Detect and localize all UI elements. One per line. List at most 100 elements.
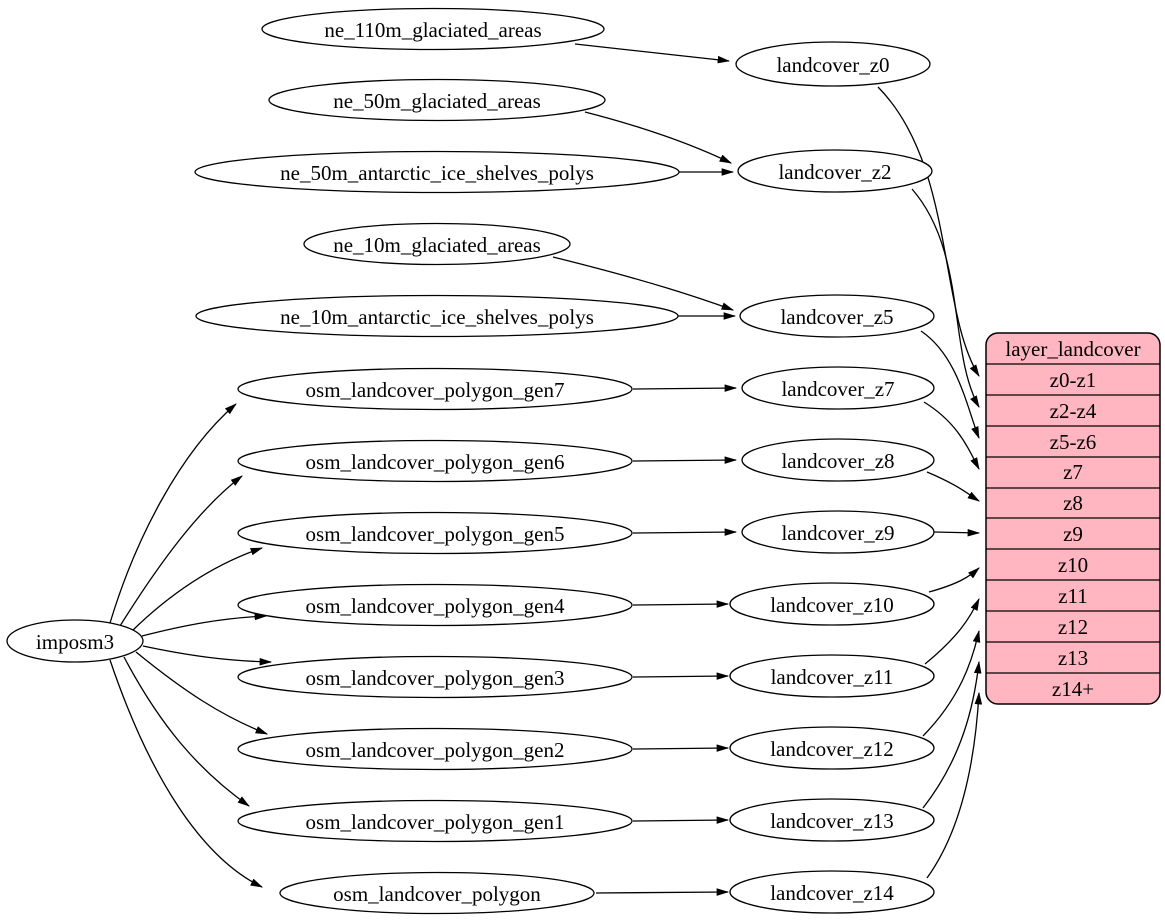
node-label: landcover_z12	[770, 737, 894, 761]
node-label: ne_10m_glaciated_areas	[333, 233, 541, 257]
record-row: z14+	[1052, 677, 1094, 701]
edge	[552, 256, 735, 311]
node-ne_10m_glaciated_areas: ne_10m_glaciated_areas	[303, 222, 571, 266]
edge	[123, 656, 250, 807]
record-row: z8	[1063, 491, 1083, 515]
node-landcover_z2: landcover_z2	[737, 149, 933, 193]
node-shape	[735, 41, 931, 87]
node-osm_landcover_polygon_gen3: osm_landcover_polygon_gen3	[237, 655, 633, 699]
node-ne_50m_antarctic_ice_shelves_polys: ne_50m_antarctic_ice_shelves_polys	[194, 150, 680, 194]
node-shape	[741, 438, 935, 482]
node-ne_10m_antarctic_ice_shelves_polys: ne_10m_antarctic_ice_shelves_polys	[195, 294, 679, 338]
node-label: osm_landcover_polygon_gen2	[306, 738, 565, 762]
edge	[923, 401, 980, 470]
node-shape	[237, 727, 633, 771]
node-label: ne_50m_glaciated_areas	[333, 89, 541, 113]
node-osm_landcover_polygon_gen7: osm_landcover_polygon_gen7	[237, 367, 633, 411]
node-landcover_z0: landcover_z0	[735, 41, 931, 87]
edge	[877, 86, 980, 377]
node-shape	[303, 222, 571, 266]
record-row: z13	[1058, 646, 1088, 670]
edge	[135, 651, 269, 735]
edge	[922, 629, 981, 737]
node-shape	[237, 655, 633, 699]
edge	[933, 528, 981, 537]
edge	[595, 888, 730, 896]
node-label: landcover_z11	[771, 665, 894, 689]
node-landcover_z14: landcover_z14	[729, 870, 935, 914]
edges	[109, 43, 983, 896]
node-label: landcover_z8	[781, 449, 894, 473]
node-shape	[237, 367, 633, 411]
record-title: layer_landcover	[1005, 337, 1140, 361]
edge	[141, 612, 268, 637]
record-row: z11	[1058, 584, 1088, 608]
edge	[632, 600, 730, 608]
record-row: z12	[1058, 615, 1088, 639]
node-shape	[739, 294, 935, 338]
edge	[109, 403, 237, 624]
edge	[924, 598, 980, 665]
node-shape	[729, 582, 935, 626]
node-shape	[729, 654, 935, 698]
record-row: z10	[1058, 553, 1088, 577]
node-shape	[279, 871, 595, 915]
edge	[632, 456, 738, 464]
record-row: z9	[1063, 522, 1083, 546]
node-osm_landcover_polygon_gen2: osm_landcover_polygon_gen2	[237, 727, 633, 771]
node-label: osm_landcover_polygon	[333, 882, 541, 906]
node-label: landcover_z7	[781, 377, 894, 401]
edge	[574, 43, 731, 64]
node-shape	[729, 726, 935, 770]
node-shape	[237, 439, 633, 483]
record-row: z2-z4	[1050, 399, 1097, 423]
edge	[922, 660, 982, 809]
node-ne_50m_glaciated_areas: ne_50m_glaciated_areas	[268, 78, 606, 122]
node-label: landcover_z13	[770, 809, 894, 833]
node-label: osm_landcover_polygon_gen7	[306, 378, 565, 402]
edge	[142, 645, 273, 666]
record-layer_landcover: layer_landcover z0-z1 z2-z4 z5-z6 z7 z8 …	[985, 332, 1161, 705]
node-landcover_z12: landcover_z12	[729, 726, 935, 770]
node-shape	[261, 7, 605, 51]
node-osm_landcover_polygon_gen5: osm_landcover_polygon_gen5	[237, 511, 633, 555]
node-shape	[195, 294, 679, 338]
node-osm_landcover_polygon_gen4: osm_landcover_polygon_gen4	[237, 583, 633, 627]
node-ne_110m_glaciated_areas: ne_110m_glaciated_areas	[261, 7, 605, 51]
node-landcover_z8: landcover_z8	[741, 438, 935, 482]
node-label: landcover_z9	[781, 521, 894, 545]
node-landcover_z7: landcover_z7	[741, 366, 935, 410]
node-label: ne_10m_antarctic_ice_shelves_polys	[280, 305, 594, 329]
edge	[632, 672, 730, 680]
node-label: osm_landcover_polygon_gen3	[306, 666, 565, 690]
edge	[632, 384, 738, 392]
node-osm_landcover_polygon_gen6: osm_landcover_polygon_gen6	[237, 439, 633, 483]
edge	[119, 475, 243, 627]
node-shape	[6, 619, 144, 663]
edge	[632, 744, 730, 752]
record-row: z7	[1063, 460, 1083, 484]
edge	[920, 330, 980, 440]
edge	[926, 471, 980, 502]
edge	[928, 567, 980, 593]
node-shape	[729, 798, 935, 842]
edge	[632, 816, 730, 824]
edge	[632, 528, 738, 536]
edge	[131, 547, 264, 632]
node-label: ne_50m_antarctic_ice_shelves_polys	[280, 161, 594, 185]
edge	[109, 659, 263, 888]
node-shape	[194, 150, 680, 194]
record-row: z5-z6	[1050, 430, 1097, 454]
node-label: osm_landcover_polygon_gen6	[306, 450, 565, 474]
node-landcover_z13: landcover_z13	[729, 798, 935, 842]
node-landcover_z10: landcover_z10	[729, 582, 935, 626]
node-label: landcover_z5	[780, 305, 893, 329]
node-label: ne_110m_glaciated_areas	[324, 18, 541, 42]
edge	[926, 691, 983, 879]
node-shape	[737, 149, 933, 193]
node-label: osm_landcover_polygon_gen4	[306, 594, 565, 618]
node-landcover_z9: landcover_z9	[741, 510, 935, 554]
node-shape	[741, 510, 935, 554]
node-label: imposm3	[36, 630, 114, 654]
